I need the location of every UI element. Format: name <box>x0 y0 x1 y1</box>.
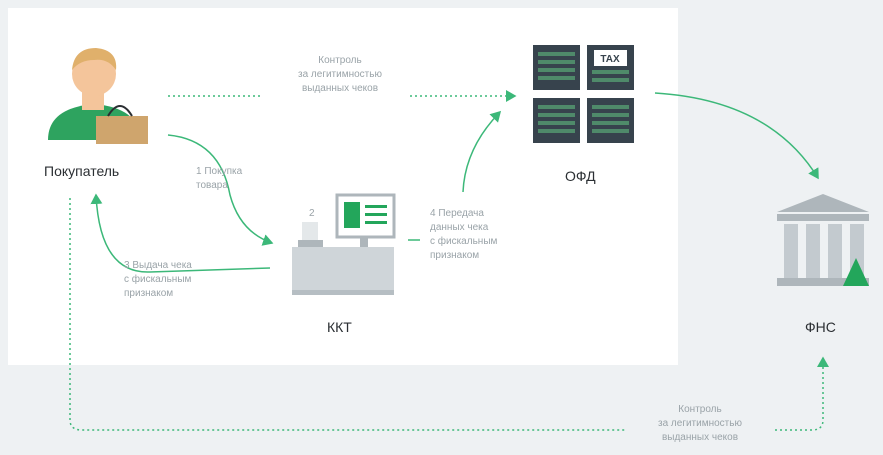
ofd-title: ОФД <box>565 168 596 184</box>
label-receipt: 3 Выдача чека с фискальным признаком <box>124 260 192 299</box>
buyer-icon <box>48 48 148 144</box>
arrow-purchase <box>167 134 274 246</box>
arrow-ofd-fns <box>654 92 819 180</box>
arrow-transfer <box>462 110 502 193</box>
flow-arrows <box>69 90 829 431</box>
fns-title: ФНС <box>805 319 836 335</box>
label-purchase: 1 Покупка товара <box>196 166 243 191</box>
arrow-receipt <box>90 193 271 273</box>
kkt-register-icon <box>292 193 396 295</box>
label-step2: 2 <box>309 208 315 219</box>
buyer-title: Покупатель <box>44 163 120 179</box>
fns-building-icon <box>777 194 869 286</box>
server-badge: TAX <box>600 54 620 65</box>
arrow-control-bottom-left <box>69 198 625 431</box>
ofd-servers-icon: TAX <box>533 45 634 143</box>
label-control-bottom: Контроль за легитимностью выданных чеков <box>658 404 742 443</box>
label-transfer: 4 Передача данных чека с фискальным приз… <box>430 208 498 261</box>
arrow-control-bottom-right <box>775 356 829 431</box>
label-control-top: Контроль за легитимностью выданных чеков <box>298 55 382 94</box>
kkt-title: ККТ <box>327 319 352 335</box>
